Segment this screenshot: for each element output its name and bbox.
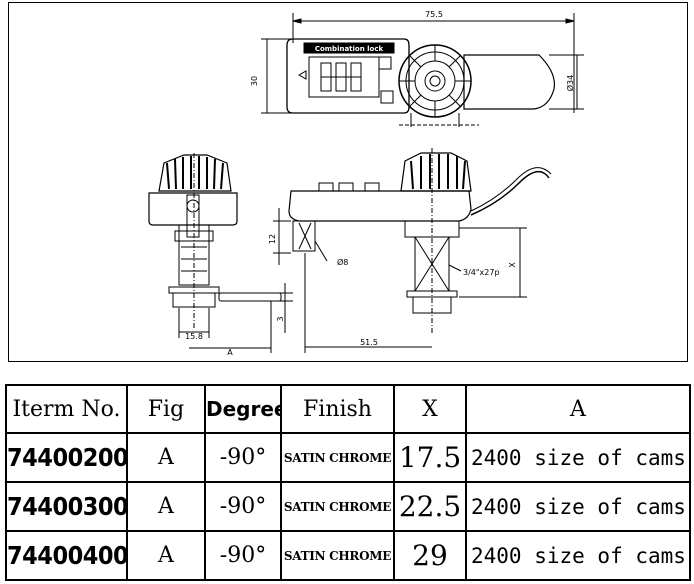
cell-x: 29 xyxy=(393,530,467,581)
dim-3-label: 3 xyxy=(276,316,285,321)
header-degree: Degree xyxy=(204,384,282,434)
spec-table: Iterm No. Fig Degree Finish X A 74400200… xyxy=(5,384,691,581)
dim-15-8-label: 15.8 xyxy=(185,332,203,341)
cell-degree: -90° xyxy=(204,481,282,532)
cell-a: 2400 size of cams xyxy=(465,432,691,483)
lock-drawing-svg: 75.5 30 Ø34 Combination lock 12 Ø8 3/4"x… xyxy=(148,10,584,357)
header-item-no: Iterm No. xyxy=(5,384,128,434)
dim-thread-label: 3/4"x27p xyxy=(463,268,500,277)
cell-degree: -90° xyxy=(204,432,282,483)
dim-diameter-34-label: Ø34 xyxy=(565,75,575,91)
dim-30-label: 30 xyxy=(250,76,259,86)
dim-a-label: A xyxy=(227,348,233,357)
cell-fig: A xyxy=(126,530,206,581)
cell-degree: -90° xyxy=(204,530,282,581)
table-header-row: Iterm No. Fig Degree Finish X A xyxy=(5,384,691,434)
cell-x: 17.5 xyxy=(393,432,467,483)
cell-item-no: 744002001 xyxy=(5,432,128,483)
dim-12-label: 12 xyxy=(268,234,277,244)
cell-item-no: 744004001 xyxy=(5,530,128,581)
cell-x: 22.5 xyxy=(393,481,467,532)
cell-finish: SATIN CHROME xyxy=(280,481,395,532)
dim-75-5-label: 75.5 xyxy=(425,10,443,19)
cell-item-no: 744003001 xyxy=(5,481,128,532)
table-row: 744003001 A -90° SATIN CHROME 22.5 2400 … xyxy=(5,481,691,532)
cell-finish: SATIN CHROME xyxy=(280,432,395,483)
table-row: 744002001 A -90° SATIN CHROME 17.5 2400 … xyxy=(5,432,691,483)
technical-drawing: 75.5 30 Ø34 Combination lock 12 Ø8 3/4"x… xyxy=(8,2,688,362)
cell-fig: A xyxy=(126,432,206,483)
cell-finish: SATIN CHROME xyxy=(280,530,395,581)
cell-a: 2400 size of cams xyxy=(465,530,691,581)
header-a: A xyxy=(465,384,691,434)
cell-fig: A xyxy=(126,481,206,532)
dim-phi8-label: Ø8 xyxy=(337,257,348,267)
dim-51-5-label: 51.5 xyxy=(360,338,378,347)
header-fig: Fig xyxy=(126,384,206,434)
dim-x-label: X xyxy=(508,262,517,268)
combination-lock-label: Combination lock xyxy=(315,45,384,53)
header-x: X xyxy=(393,384,467,434)
header-finish: Finish xyxy=(280,384,395,434)
cell-a: 2400 size of cams xyxy=(465,481,691,532)
table-row: 744004001 A -90° SATIN CHROME 29 2400 si… xyxy=(5,530,691,581)
